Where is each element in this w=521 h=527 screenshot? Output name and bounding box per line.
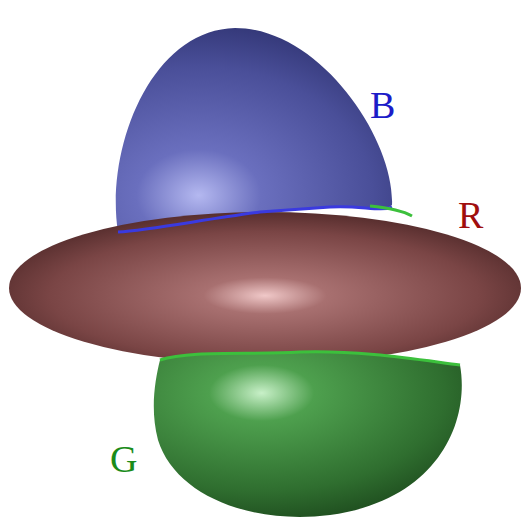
blob-label: R — [458, 196, 483, 234]
green-seam-top — [370, 206, 412, 216]
blob-label: G — [110, 440, 137, 478]
blue-seam — [118, 207, 392, 232]
red-blob — [9, 212, 521, 364]
blue-blob — [116, 28, 392, 232]
blob-label: B — [370, 86, 395, 124]
green-seam — [160, 352, 460, 365]
green-blob — [154, 352, 462, 517]
